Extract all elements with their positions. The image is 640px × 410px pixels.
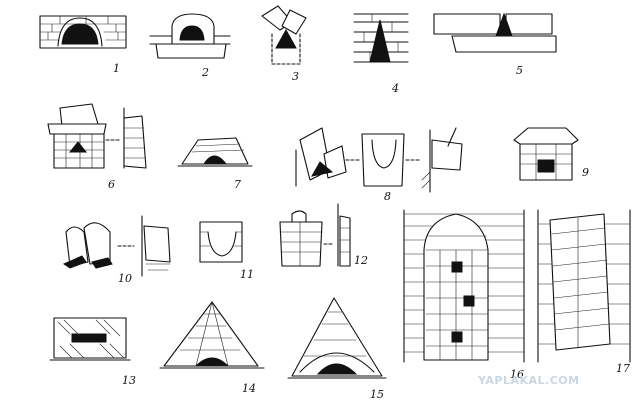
figure-15-arched-corbel	[287, 297, 387, 379]
watermark: YAPLAKAL.COM	[477, 374, 580, 387]
figure-8-three-part	[295, 127, 463, 193]
figure-label-1: 1	[113, 62, 120, 75]
figure-16-stone-tower	[403, 209, 525, 363]
figure-6-kiln-box	[47, 103, 147, 169]
figure-13-hatched-block	[49, 317, 131, 361]
figure-label-8: 8	[384, 190, 391, 203]
figure-label-5: 5	[516, 64, 523, 77]
figure-label-13: 13	[122, 374, 136, 387]
figure-3-tilted-stones	[261, 5, 307, 65]
figure-7-capstone	[177, 137, 253, 167]
figure-label-9: 9	[582, 166, 589, 179]
figure-label-11: 11	[240, 268, 254, 281]
figure-label-15: 15	[370, 388, 384, 401]
figure-label-10: 10	[118, 272, 132, 285]
figure-label-16: 16	[510, 368, 524, 381]
figure-12-course-block	[279, 203, 351, 267]
figure-label-12: 12	[354, 254, 368, 267]
figure-label-3: 3	[292, 70, 299, 83]
figure-labels: 1 2 3 4 5 6 7 8 9 10 11 12 13 14 15 16 1…	[108, 62, 630, 401]
figure-17-stone-column	[537, 209, 631, 363]
figure-5-slab-gap	[433, 12, 557, 53]
figure-10-leaning-stones	[62, 215, 171, 277]
figure-label-17: 17	[616, 362, 630, 375]
figure-label-6: 6	[108, 178, 115, 191]
figure-2-stone-hole	[149, 13, 231, 59]
figure-9-roofed-box	[513, 127, 579, 181]
figure-4-triangular-slit	[353, 13, 409, 63]
figure-label-14: 14	[242, 382, 256, 395]
figure-label-4: 4	[391, 82, 399, 95]
figure-1-arched-opening	[39, 15, 127, 49]
figure-label-7: 7	[234, 178, 241, 191]
figure-label-2: 2	[201, 66, 209, 79]
figure-11-niche	[199, 221, 243, 263]
figure-14-triangle-roof	[159, 301, 265, 369]
